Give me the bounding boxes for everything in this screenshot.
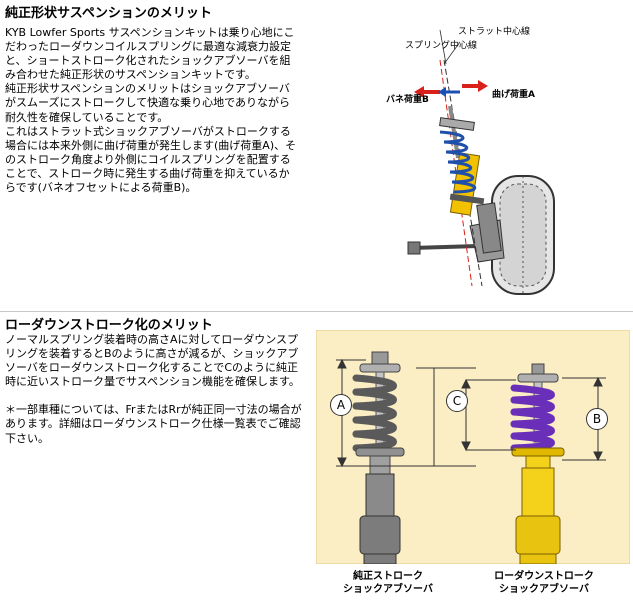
caption-line: 純正ストローク [353, 571, 423, 582]
spring-offset-arrow [438, 87, 460, 97]
stroke-comparison-diagram: A C B 純正ストローク ショックアブソーバ ローダウンストローク ショックア… [315, 329, 631, 598]
bend-load-a-label: 曲げ荷重A [492, 90, 535, 100]
normal-strut-graphic [352, 351, 405, 565]
section1-title: 純正形状サスペンションのメリット [5, 6, 212, 21]
normal-stroke-caption: 純正ストローク ショックアブソーバ [328, 570, 448, 596]
bend-load-arrow [462, 80, 488, 92]
section2-note: ＊一部車種については、FrまたはRrが純正同一寸法の場合があります。詳細はローダ… [5, 403, 302, 445]
strut-centerline-label: ストラット中心線 [458, 27, 531, 37]
section1-paragraph: これはストラット式ショックアブソーバがストロークする場合には本来外側に曲げ荷重が… [5, 124, 297, 195]
spring-centerline-label: スプリング中心線 [405, 41, 478, 51]
caption-line: ショックアブソーバ [499, 584, 589, 595]
lowdown-strut-graphic [510, 363, 565, 565]
spring-load-b-label: バネ荷重B [386, 95, 429, 105]
tire-graphic [491, 175, 555, 295]
section2-body: ノーマルスプリング装着時の高さAに対してローダウンスプリングを装着するとBのよう… [5, 333, 303, 446]
section1-body: KYB Lowfer Sports サスペンションキットは乗り心地にこだわったロ… [5, 26, 300, 195]
section1-paragraph: 純正形状サスペンションのメリットはショックアブソーバがスムーズにストロークして快… [5, 82, 291, 124]
strut-diagram: スプリング中心線 ストラット中心線 バネ荷重B 曲げ荷重A [386, 8, 630, 298]
section2-paragraph: ノーマルスプリング装着時の高さAに対してローダウンスプリングを装着するとBのよう… [5, 333, 300, 389]
caption-line: ショックアブソーバ [343, 584, 433, 595]
spring-load-arrow [414, 86, 440, 98]
coil-spring-graphic [439, 130, 477, 194]
section1-paragraph: KYB Lowfer Sports サスペンションキットは乗り心地にこだわったロ… [5, 26, 295, 82]
dimension-a-label: A [330, 394, 352, 416]
dimension-b-label: B [586, 408, 608, 430]
caption-line: ローダウンストローク [494, 571, 594, 582]
section2-title: ローダウンストローク化のメリット [5, 318, 213, 333]
stroke-comparison-graphic [315, 329, 631, 598]
dimension-c-label: C [446, 390, 468, 412]
strut-diagram-graphic [407, 29, 555, 295]
section-divider [0, 311, 633, 312]
lowdown-stroke-caption: ローダウンストローク ショックアブソーバ [474, 570, 614, 596]
